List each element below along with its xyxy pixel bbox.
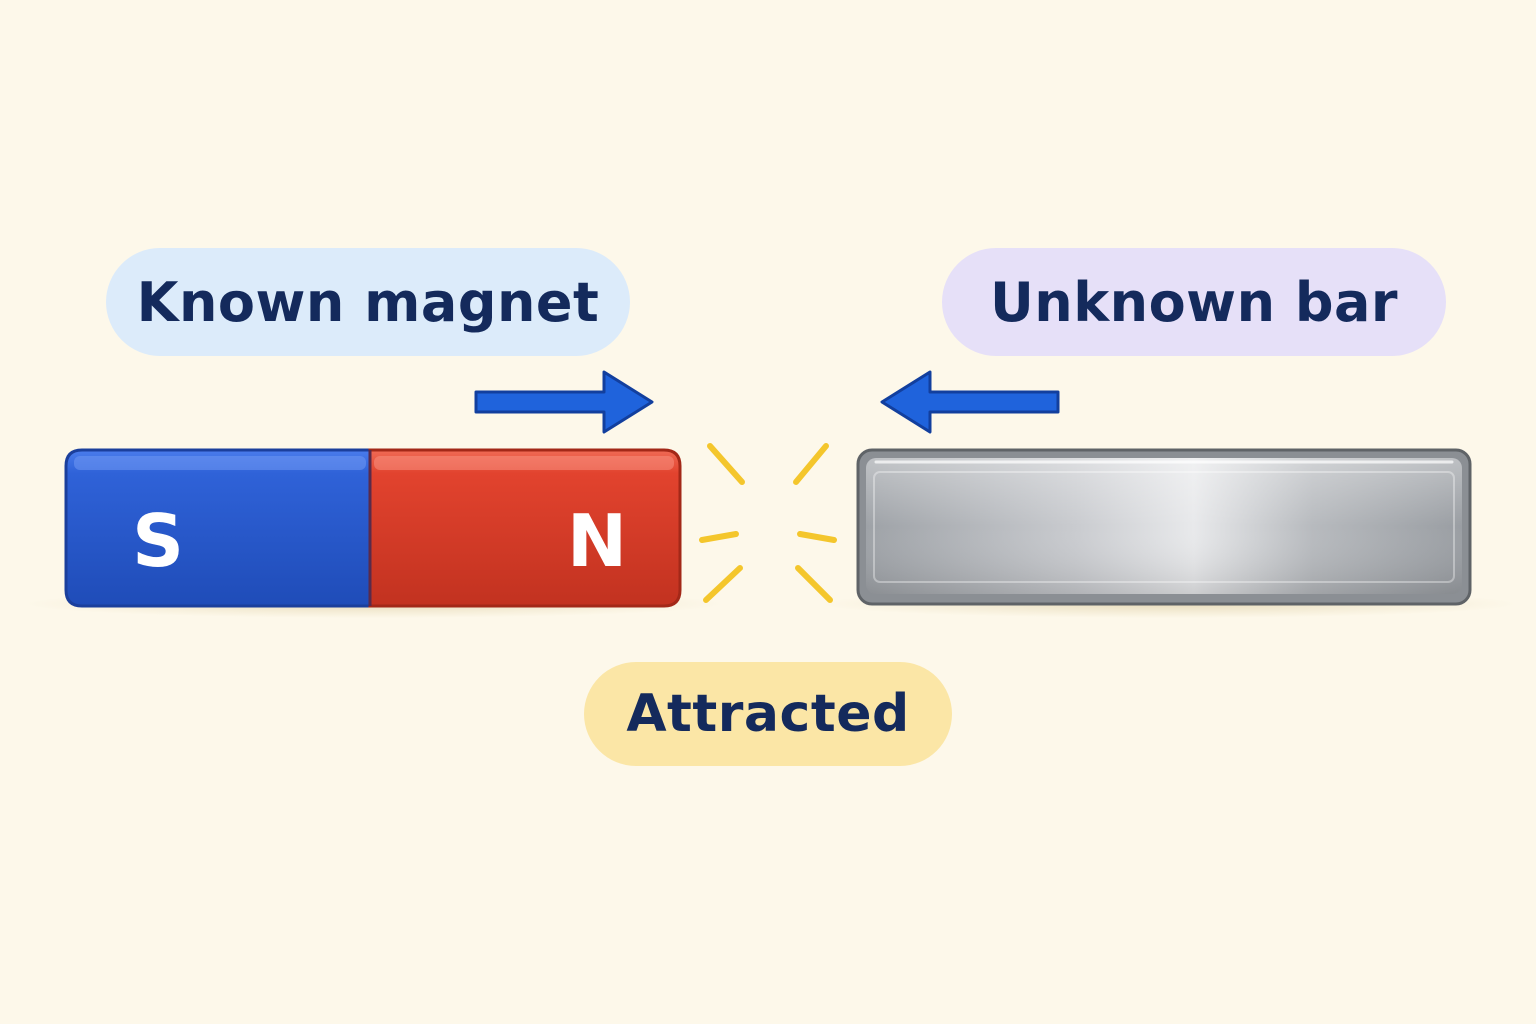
unknown-steel-bar bbox=[856, 448, 1472, 606]
known-magnet: S N bbox=[64, 448, 682, 608]
unknown-bar-label: Unknown bar bbox=[942, 248, 1446, 356]
south-pole-label: S bbox=[132, 499, 184, 583]
south-pole bbox=[64, 448, 372, 608]
north-pole bbox=[368, 448, 682, 608]
known-magnet-label: Known magnet bbox=[106, 248, 630, 356]
attraction-spark-icon bbox=[699, 443, 837, 603]
arrow-right-icon bbox=[474, 370, 654, 434]
north-pole-label: N bbox=[567, 499, 627, 583]
arrow-left-icon bbox=[880, 370, 1060, 434]
result-label: Attracted bbox=[584, 662, 952, 766]
